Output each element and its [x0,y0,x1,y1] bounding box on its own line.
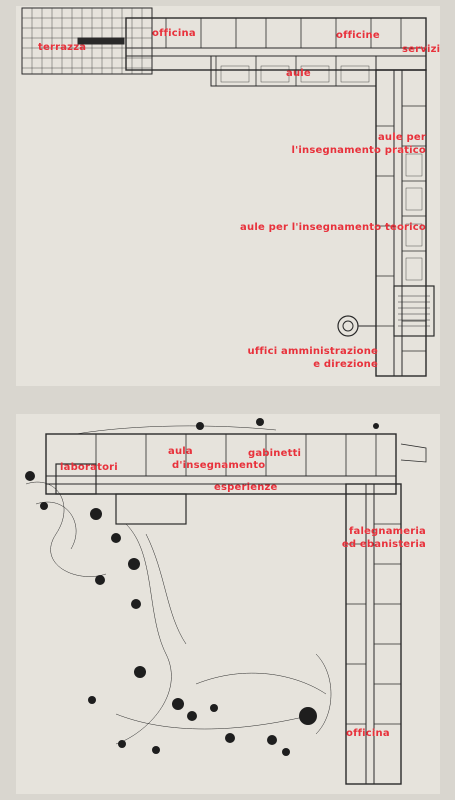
tree-icon [196,422,204,430]
laboratori-block [55,463,97,495]
label-gabinetti-line1: gabinetti [248,448,302,459]
tree-icon [152,746,160,754]
tree-icon [134,666,146,678]
vertical-wing [375,69,427,377]
tree-icon [282,748,290,756]
label-aule-pratico-line2: l'insegnamento pratico [291,145,426,156]
label-servizi: servizi [402,44,441,55]
trees [25,418,379,756]
tree-icon [299,707,317,725]
tree-icon [40,502,48,510]
label-officina: officina [152,28,196,39]
tree-icon [373,423,379,429]
tree-icon [95,575,105,585]
label-uffici-line2: e direzione [313,359,378,370]
tree-icon [256,418,264,426]
floor-plan-bottom: laboratori aula d'insegnamento gabinetti… [16,414,440,794]
terrace-grid [22,8,152,74]
tree-icon [25,471,35,481]
tree-icon [90,508,102,520]
label-falegnameria-line2: ed ebanisteria [341,539,426,550]
label-officine: officine [336,30,380,41]
terrace-bench [77,37,125,45]
terrace-outline [21,7,153,75]
staircase-steps [398,295,430,327]
label-aula-line1: aula [168,446,193,457]
floor-plan-top: terrazza officina officine servizi aule … [16,6,440,386]
horizontal-wing-partitions [165,18,402,86]
horizontal-wing-partitions [95,434,377,476]
external-path [400,443,427,463]
floor-plan-top-drawing [21,7,435,377]
tree-icon [128,558,140,570]
tree-icon [118,740,126,748]
label-laboratori: laboratori [60,462,118,473]
tree-icon [225,733,235,743]
label-terrazza: terrazza [38,42,87,53]
entrance-rotunda [337,315,359,337]
label-officina-bottom: officina [346,728,390,739]
horizontal-wing [45,433,397,495]
staircase-hall [393,285,435,337]
terrain-contours [25,425,332,745]
tree-icon [111,533,121,543]
label-falegnameria-line1: falegnameria [348,526,426,537]
tree-icon [88,696,96,704]
label-aule-teorico: aule per l'insegnamento teorico [240,222,426,233]
vertical-wing-desks [405,153,423,281]
label-aule-pratico-line1: aule per [377,132,426,143]
tree-icon [187,711,197,721]
vertical-wing-partitions [346,523,401,725]
floor-plan-bottom-drawing [25,418,427,785]
label-aula-line2: d'insegnamento [172,460,266,471]
label-uffici-line1: uffici amministrazione [247,346,378,357]
tree-icon [267,735,277,745]
tree-icon [210,704,218,712]
tree-icon [172,698,184,710]
label-aule: aule [286,68,311,79]
classroom-desks [220,65,370,83]
stub-wing [115,493,187,525]
horizontal-wing [125,17,427,71]
label-gabinetti-line2: esperienze [214,482,278,493]
tree-icon [131,599,141,609]
